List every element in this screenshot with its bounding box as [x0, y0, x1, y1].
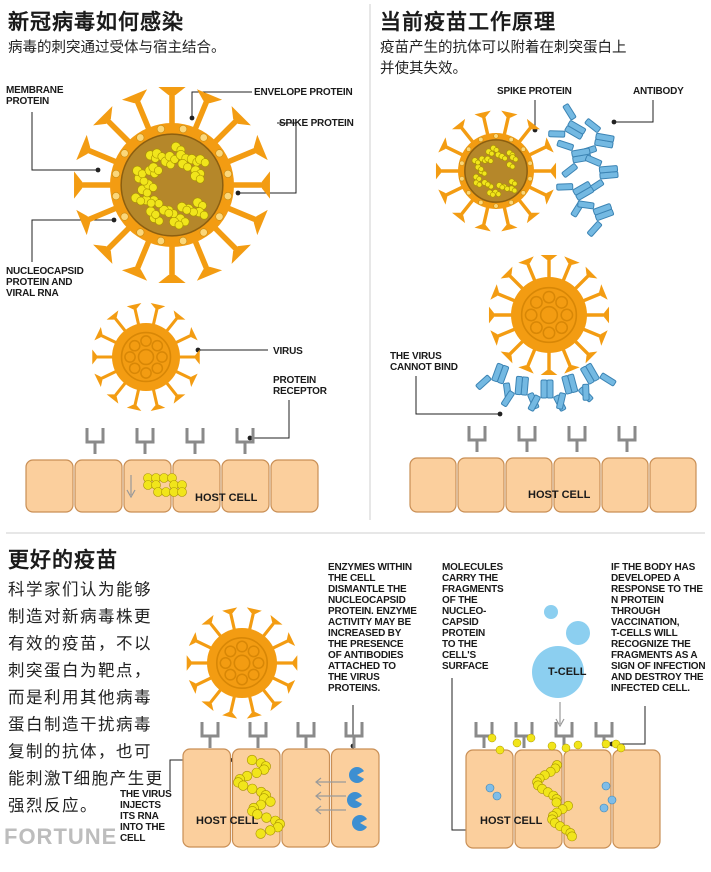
leader-nucleocapsid: [31, 219, 114, 262]
antibody-top-3: [585, 154, 619, 193]
label-t-cell: T-CELL: [548, 666, 587, 678]
antibodies: [475, 103, 619, 412]
receptor-2-2: [567, 426, 587, 452]
receptor-3-0: [200, 722, 220, 748]
receptor-3-1: [248, 722, 268, 748]
cell-row-4: [465, 749, 661, 849]
panel3-body: 科学家们认为能够制造对新病毒株更有效的疫苗，不以 刺突蛋白为靶点，而是利用其他病…: [8, 580, 164, 815]
t-cell-small-1: [566, 621, 590, 645]
cell-row-1: [25, 459, 319, 513]
virus-small-2: [488, 254, 610, 376]
virus-particles: [74, 87, 610, 719]
label-envelope-protein: ENVELOPE PROTEIN: [254, 87, 353, 98]
receptor-3-2: [296, 722, 316, 748]
label-virus: VIRUS: [273, 346, 303, 357]
label-host-cell-1: HOST CELL: [195, 492, 258, 504]
label-host-cell-4: HOST CELL: [480, 815, 543, 827]
receptor-1-3: [235, 428, 255, 454]
virus-cutaway-1: [74, 87, 270, 283]
label-host-cell-2: HOST CELL: [528, 489, 591, 501]
receptor-3-3: [344, 722, 364, 748]
receptor-4-2: [554, 722, 574, 748]
panel2-subtitle: 疫苗产生的抗体可以附着在刺突蛋白上并使其失效。: [380, 40, 627, 77]
receptor-1-1: [135, 428, 155, 454]
label-spike-protein: SPIKE PROTEIN: [279, 118, 354, 129]
panel1-title: 新冠病毒如何感染: [8, 10, 184, 34]
antibody-top-5: [577, 200, 615, 237]
fortune-logo: FORTUNE: [4, 824, 118, 849]
leader-tcell-note: [612, 706, 646, 745]
cell-row-2: [409, 457, 697, 513]
virus-small-1: [92, 302, 200, 412]
label-host-cell-3: HOST CELL: [196, 815, 259, 827]
leader-membrane: [31, 112, 98, 171]
leader-envelope: [191, 91, 252, 118]
t-cell-small-2: [544, 605, 558, 619]
leader-molecules: [451, 678, 470, 831]
receptor-4-0: [474, 722, 494, 748]
host-cells: [25, 457, 697, 849]
panel1-subtitle: 病毒的刺突通过受体与宿主结合。: [8, 40, 226, 56]
panel3-title: 更好的疫苗: [8, 548, 118, 572]
virus-cutaway-2: [435, 110, 557, 232]
receptor-2-0: [467, 426, 487, 452]
leader-receptor: [250, 400, 290, 439]
receptor-2-1: [517, 426, 537, 452]
leader-lines: [31, 91, 654, 833]
receptor-2-3: [617, 426, 637, 452]
rna-and-fragments: [126, 473, 626, 842]
label-spike-protein-2: SPIKE PROTEIN: [497, 86, 572, 97]
antibody-bottom-4: [580, 362, 617, 401]
panel-dividers: [6, 4, 705, 534]
receptor-4-1: [514, 722, 534, 748]
antibody-top-4: [556, 181, 595, 218]
antibody-top-0: [548, 103, 587, 140]
protein-receptors: [85, 426, 637, 748]
label-antibody: ANTIBODY: [633, 86, 684, 97]
leader-cannot-bind: [415, 376, 500, 415]
virus-small-3: [186, 607, 298, 719]
receptor-1-0: [85, 428, 105, 454]
panel2-title: 当前疫苗工作原理: [380, 10, 556, 34]
t-cell: [532, 646, 584, 698]
receptor-1-2: [185, 428, 205, 454]
leader-antibody: [614, 100, 654, 123]
